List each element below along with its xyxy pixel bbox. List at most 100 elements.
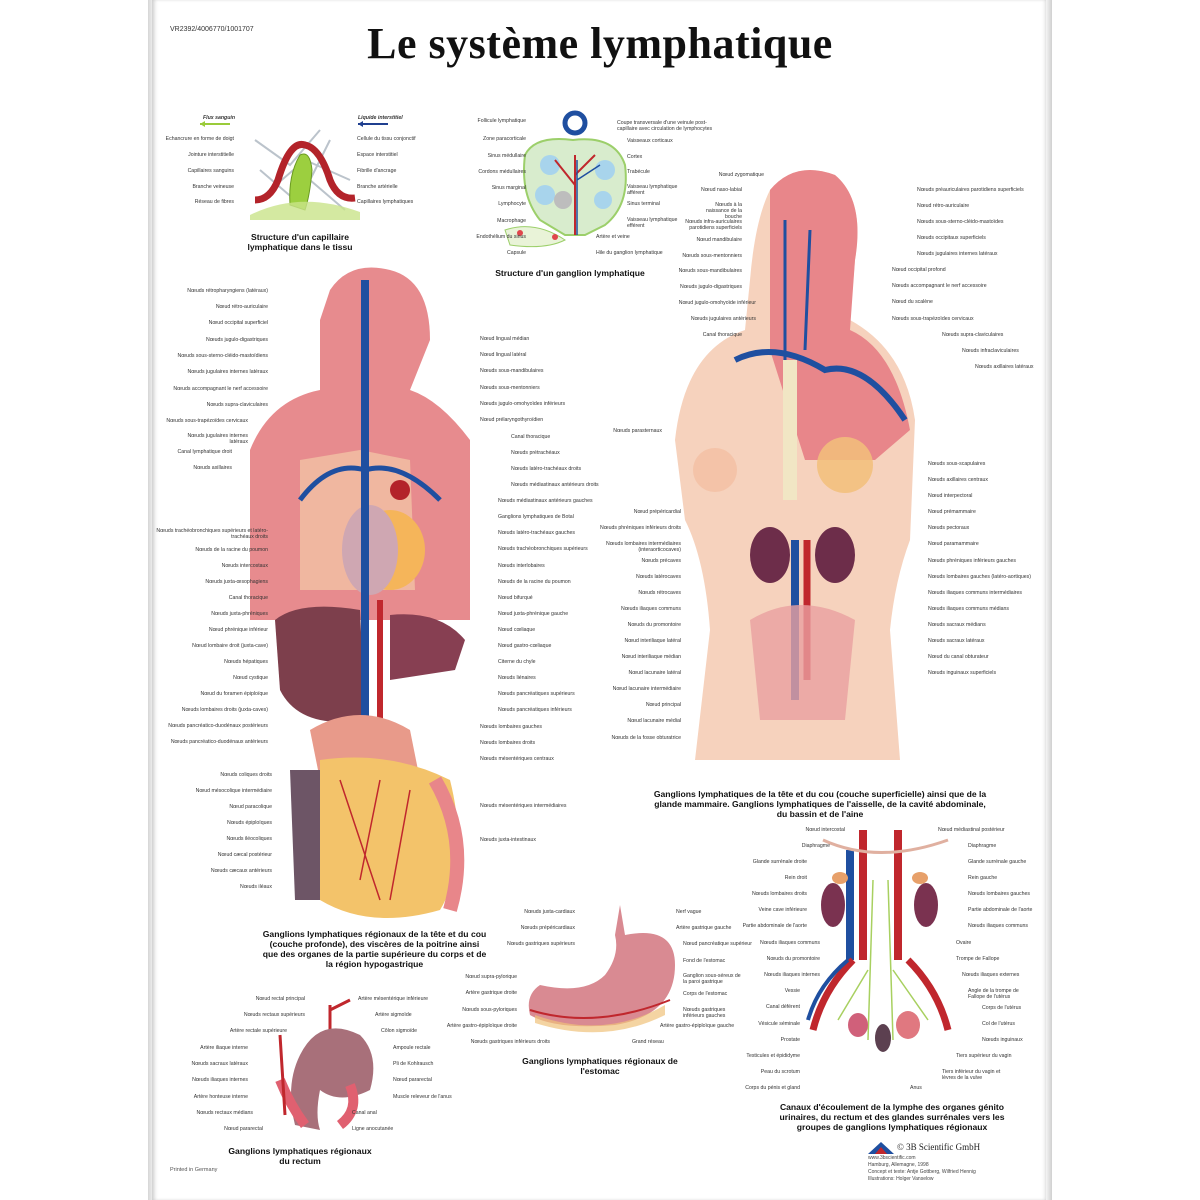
label: Nœuds sous-mandibulaires [678,268,742,274]
rectum-caption: Ganglions lymphatiques régionaux du rect… [228,1146,372,1166]
publisher-url: www.3bscientific.com [868,1155,916,1161]
label: Nœuds prépéricardiaux [520,925,575,931]
label: Nœud lacunaire médial [627,718,681,724]
label: Canal anal [352,1110,377,1116]
label: Artère honteuse interne [193,1094,248,1100]
label: Diaphragme [801,843,830,849]
label: Nœuds mésentériques centraux [480,756,554,762]
label: Nœuds inguinaux superficiels [928,670,997,676]
label: Nœud cœliaque [498,627,536,633]
label: Nœuds interlobaires [498,563,545,569]
label: Nœuds lombaires droits [751,891,807,897]
label: Ganglion sous-séreux de la paroi gastriq… [683,973,741,985]
label: Nœuds coliques droits [220,772,272,778]
label: Nœud paramammaire [928,541,979,547]
label: Nœuds jugulaires internes latéraux [917,251,998,257]
label: Nœuds phréniques inférieurs gauches [928,558,1016,564]
label: Nœuds pancréatico-duodénaux postérieurs [168,723,268,729]
label: Nœuds iliaques communs [760,940,820,946]
label: Nœud cystique [233,675,268,681]
label: Nœuds accompagnant le nerf accessoire [173,386,268,392]
label: Nœuds inguinaux [982,1037,1023,1043]
superficial-figure-illustration [675,170,915,760]
label: Cortex [627,154,643,160]
label: Sinus marginal [491,185,526,191]
legend-interstitial: Liquide interstitiel [358,115,403,121]
label: Nœuds axillaires centraux [928,477,988,483]
label: Branche veineuse [192,184,234,190]
label: Artère iliaque interne [200,1045,248,1051]
label: Nœuds iliaques internes [764,972,820,978]
label: Muscle releveur de l'anus [393,1094,452,1100]
label: Nœud bifurqué [498,595,533,601]
label: Nœuds médiastinaux antérieurs droits [511,482,599,488]
label: Nœuds jugulaires antérieurs [690,316,756,322]
credits-illustrations: Illustrations: Holger Vanselow [868,1176,934,1182]
label: Citerne du chyle [498,659,536,665]
genito-urinary-illustration [806,830,952,1052]
label: Nœuds hépatiques [224,659,268,665]
label: Nœud pancréatique supérieur [683,941,752,947]
label: Nœud médiastinal postérieur [938,827,1005,833]
label: Nœud paracolique [229,804,272,810]
label: Vaisseau lymphatique efférent [627,217,678,229]
label: Nœuds gastriques inférieurs gauches [683,1007,726,1019]
label: Nœuds supra-claviculaires [942,332,1004,338]
label: Nœuds rétropharyngiens (latéraux) [187,288,268,294]
label: Nœud lingual médian [480,336,530,342]
label: Nœud prémammaire [928,509,976,515]
capillary-caption: Structure d'un capillaire lymphatique da… [247,232,353,252]
label: Nœuds lombaires gauches [968,891,1030,897]
label: Nœuds iliaques externes [962,972,1020,978]
label: Nœuds liénaires [498,675,536,681]
label: Nœuds iliaques internes [192,1077,248,1083]
label: Lymphocyte [498,201,526,207]
label: Nœuds latérocaves [636,574,681,580]
deep-caption: Ganglions lymphatiques régionaux de la t… [262,929,487,969]
label: Nœud du canal obturateur [928,654,989,660]
label: Nœuds latéro-trachéaux gauches [498,530,575,536]
label: Nœuds parasternaux [613,428,662,434]
label: Col de l'utérus [982,1021,1015,1027]
label: Nœud supra-pylorique [465,974,517,980]
label: Nœuds axillaires latéraux [975,364,1034,370]
label: Sinus médullaire [487,153,526,159]
label: Angle de la trompe de Fallope de l'utéru… [968,988,1019,1000]
label: Cordons médullaires [478,169,526,175]
label: Nœuds supra-claviculaires [206,402,268,408]
arrow-left-blue-icon [358,121,388,127]
label: Tiers supérieur du vagin [956,1053,1012,1059]
label: Nœuds sous-sterno-cléido-mastoïdiens [177,353,268,359]
label: Artère sigmoïde [375,1012,412,1018]
label: Nœud lacunaire intermédiaire [612,686,681,692]
label: Nœud pararectal [393,1077,432,1083]
label: Nœud mandibulaire [696,237,742,243]
label: Nœud rectal principal [255,996,305,1002]
label: Artère rectale supérieure [229,1028,287,1034]
label: Nœud occipital profond [892,267,946,273]
label: Nœuds infra-auriculaires parotidiens sup… [685,219,742,231]
label: Nœuds gastriques supérieurs [506,941,575,947]
label: Endothélium du sinus [476,234,526,240]
label: Nœud prélaryngothyroïdien [480,417,544,423]
label: Testicules et épididyme [746,1053,800,1059]
label: Glande surrénale gauche [968,859,1027,865]
label: Trabécule [627,169,650,175]
label: Nœuds à la naissance de la bouche [705,202,742,220]
label: Canal thoracique [702,332,742,338]
label: Nœud jugulo-omohyoïde inférieur [678,300,756,306]
label: Vésicule séminale [758,1021,800,1027]
label: Nœuds prétrachéaux [511,450,560,456]
label: Coupe transversale d'une veinule post-ca… [617,120,713,132]
label: Nœuds lombaires droits (juxta-caves) [181,707,268,713]
label: Nœud du foramen épiploïque [200,691,268,697]
label: Artère gastrique gauche [676,925,732,931]
label: Nœuds trachéobronchiques supérieurs [498,546,588,552]
label: Nœuds intercostaux [221,563,268,569]
page-title: Le système lymphatique [367,19,833,68]
label: Canal lymphatique droit [177,449,233,455]
label: Artère gastro-épiploïque droite [446,1023,517,1029]
rectum-illustration [275,998,374,1130]
label: Vessie [784,988,800,994]
label: Nœud juxta-phrénique gauche [498,611,569,617]
